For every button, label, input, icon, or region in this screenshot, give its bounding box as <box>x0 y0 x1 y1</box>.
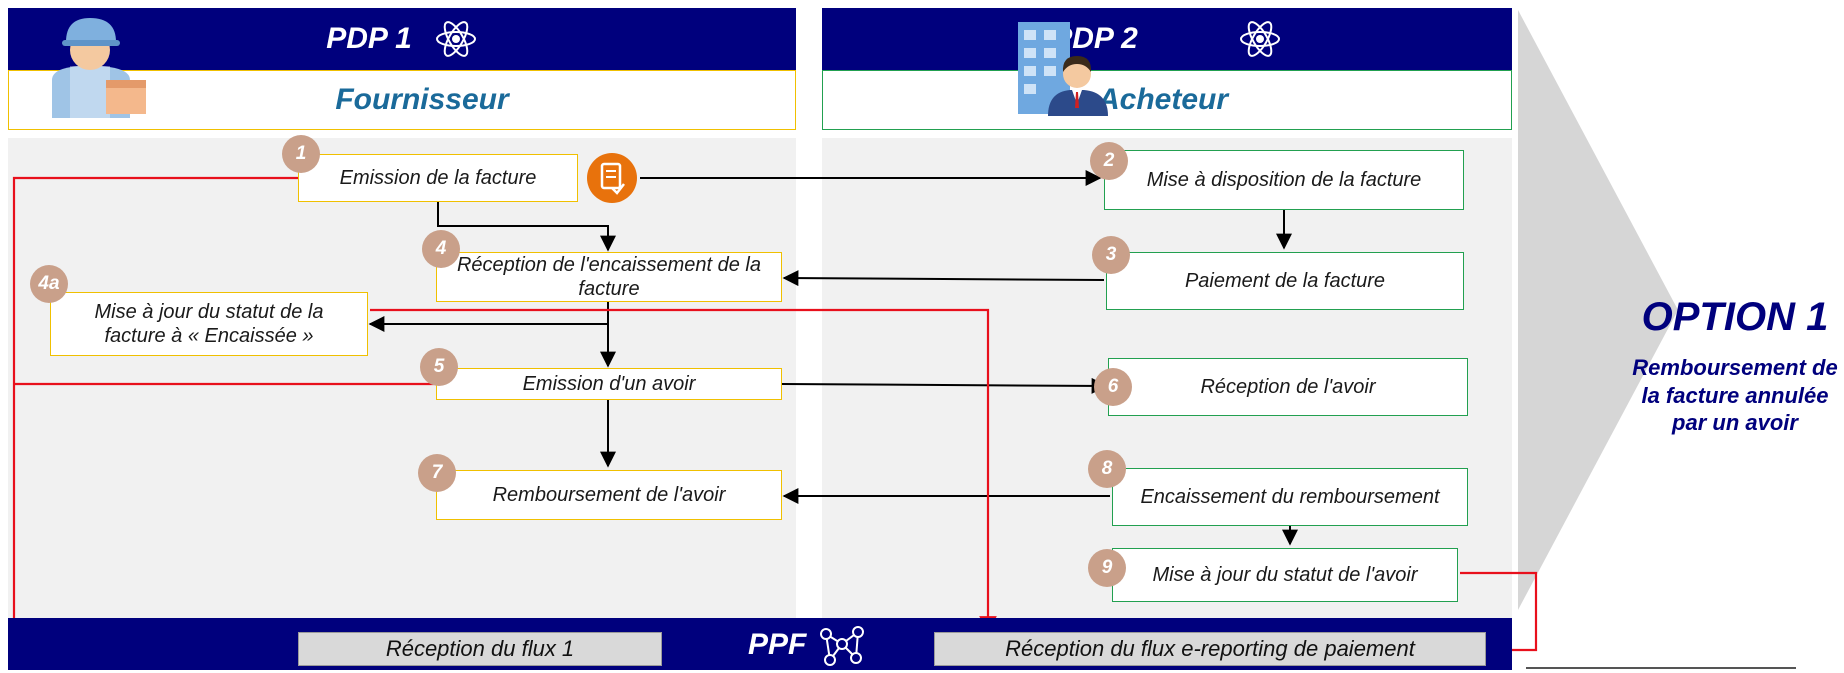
step-1-box: Emission de la facture <box>298 154 578 202</box>
option-subtitle: Remboursement de la facture annulée par … <box>1632 355 1838 435</box>
step-8-label: Encaissement du remboursement <box>1140 486 1440 508</box>
step-2-badge: 2 <box>1090 142 1128 180</box>
buyer-building-icon <box>1018 22 1108 116</box>
step-7-badge: 7 <box>418 454 456 492</box>
step-6-label: Réception de l'avoir <box>1200 376 1376 398</box>
step-5-badge: 5 <box>420 348 458 386</box>
supplier-person-icon <box>52 18 146 118</box>
pdp1-header: PDP 1 <box>8 8 796 70</box>
step-3-badge: 3 <box>1092 236 1130 274</box>
ppf-label-group: PPF <box>748 622 868 668</box>
step-8-badge: 8 <box>1088 450 1126 488</box>
step-6-box: Réception de l'avoir <box>1108 358 1468 416</box>
step-5-label: Emission d'un avoir <box>522 373 696 395</box>
flux-1-label: Réception du flux 1 <box>385 636 575 661</box>
option-chevron <box>1518 10 1678 610</box>
atom-icon <box>435 21 476 57</box>
step-7-label: Remboursement de l'avoir <box>492 484 726 506</box>
pdp2-role-box: Acheteur <box>822 70 1512 130</box>
step-4a-badge: 4a <box>30 265 68 303</box>
pdp1-title: PDP 1 <box>326 22 412 55</box>
option-title: OPTION 1 <box>1641 295 1829 339</box>
step-6-badge: 6 <box>1094 368 1132 406</box>
step-7-box: Remboursement de l'avoir <box>436 470 782 520</box>
step-9-box: Mise à jour du statut de l'avoir <box>1112 548 1458 602</box>
network-icon <box>820 626 865 666</box>
step-3-box: Paiement de la facture <box>1106 252 1464 310</box>
bottom-rule <box>1526 667 1796 669</box>
step-4-label: Réception de l'encaissement de la factur… <box>456 254 761 300</box>
step-9-label: Mise à jour du statut de l'avoir <box>1152 564 1418 586</box>
step-2-box: Mise à disposition de la facture <box>1104 150 1464 210</box>
step-4a-label: Mise à jour du statut de la facture à « … <box>94 301 324 347</box>
flux-2-box: Réception du flux e-reporting de paiemen… <box>934 632 1486 666</box>
step-4-badge: 4 <box>422 230 460 268</box>
step-4a-box: Mise à jour du statut de la facture à « … <box>50 292 368 356</box>
pdp2-header: PDP 2 <box>822 8 1512 70</box>
pdp2-role: Acheteur <box>1097 83 1229 116</box>
step-2-label: Mise à disposition de la facture <box>1146 169 1422 191</box>
atom-icon <box>1239 21 1280 57</box>
step-1-badge: 1 <box>282 135 320 173</box>
step-8-box: Encaissement du remboursement <box>1112 468 1468 526</box>
flux-2-label: Réception du flux e-reporting de paiemen… <box>1005 636 1415 661</box>
step-1-label: Emission de la facture <box>339 167 537 189</box>
flux-1-box: Réception du flux 1 <box>298 632 662 666</box>
step-3-label: Paiement de la facture <box>1184 270 1386 292</box>
pdp1-role: Fournisseur <box>335 83 509 116</box>
step-4-box: Réception de l'encaissement de la factur… <box>436 252 782 302</box>
invoice-document-icon <box>587 153 637 203</box>
ppf-title: PPF <box>748 628 807 661</box>
step-9-badge: 9 <box>1088 549 1126 587</box>
step-5-box: Emission d'un avoir <box>436 368 782 400</box>
